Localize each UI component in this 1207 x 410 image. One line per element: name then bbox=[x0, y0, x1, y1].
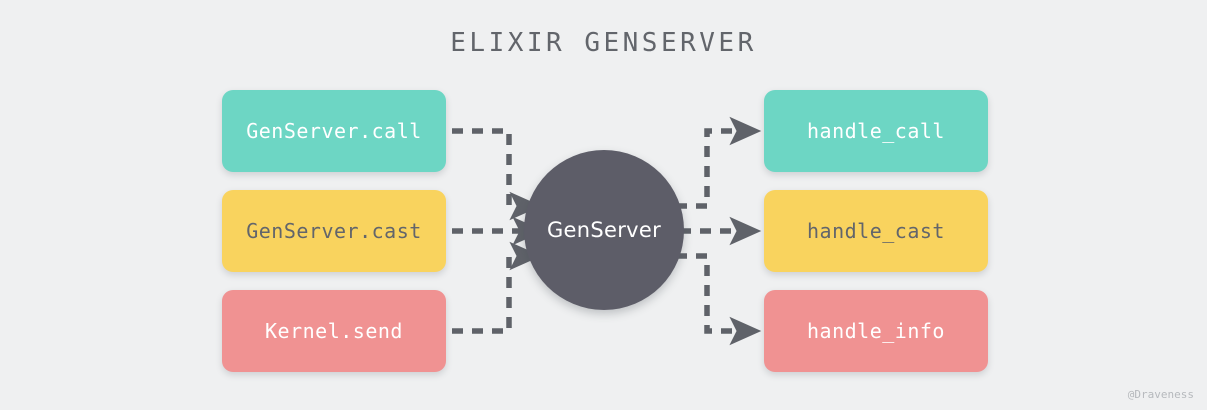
node-kernel-send[interactable]: Kernel.send bbox=[222, 290, 446, 372]
node-handle-info[interactable]: handle_info bbox=[764, 290, 988, 372]
node-label: handle_info bbox=[807, 319, 945, 343]
edge-call-to-hub bbox=[452, 128, 542, 221]
node-handle-call[interactable]: handle_call bbox=[764, 90, 988, 172]
node-label: Kernel.send bbox=[265, 319, 403, 343]
node-handle-cast[interactable]: handle_cast bbox=[764, 190, 988, 272]
node-genserver-cast[interactable]: GenServer.cast bbox=[222, 190, 446, 272]
edge-send-to-hub bbox=[452, 241, 542, 334]
node-label: handle_call bbox=[807, 119, 945, 143]
node-label: GenServer.call bbox=[246, 119, 422, 143]
node-genserver-hub[interactable]: GenServer bbox=[524, 150, 684, 310]
hub-label: GenServer bbox=[546, 218, 662, 242]
edge-hub-to-handle-call bbox=[676, 116, 762, 209]
node-label: handle_cast bbox=[807, 219, 945, 243]
watermark: @Draveness bbox=[1127, 388, 1194, 401]
edge-hub-to-handle-info bbox=[676, 253, 762, 346]
node-genserver-call[interactable]: GenServer.call bbox=[222, 90, 446, 172]
page-title: ELIXIR GENSERVER bbox=[450, 28, 757, 58]
node-label: GenServer.cast bbox=[246, 219, 422, 243]
